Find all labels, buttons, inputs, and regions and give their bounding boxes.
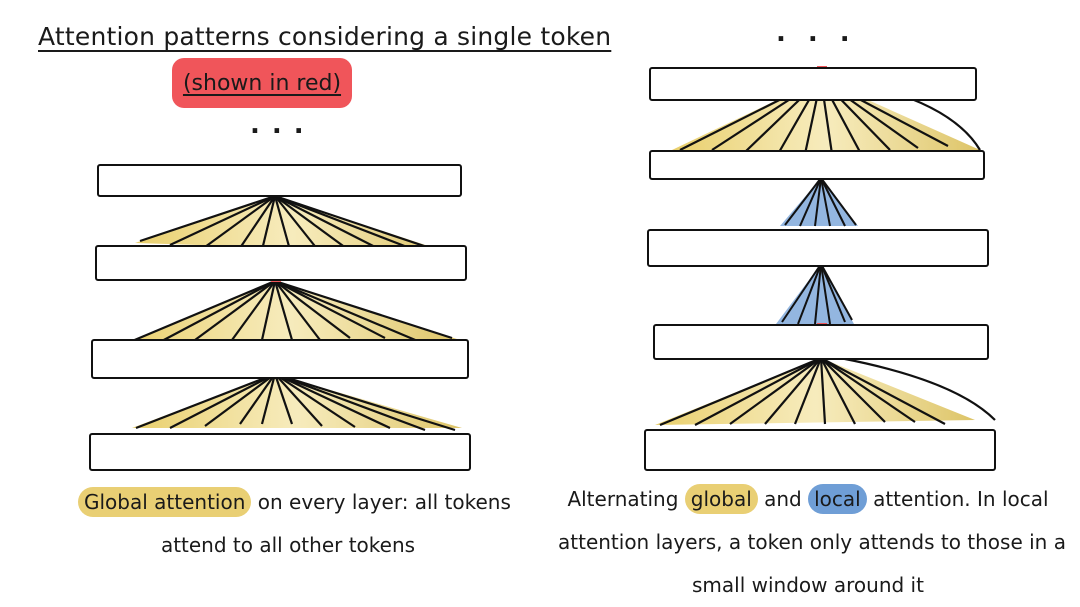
left-column	[89, 164, 471, 471]
left-caption: Global attention on every layer: all tok…	[78, 481, 511, 567]
right-caption-prefix: Alternating	[567, 487, 685, 511]
left-fan-1	[135, 196, 450, 253]
right-caption-line1-rest: attention. In local	[866, 487, 1049, 511]
left-fan-lines-1	[139, 194, 446, 255]
left-fan-lines-2	[124, 279, 453, 346]
ellipsis-left: ...	[250, 110, 316, 140]
right-local-fan-2	[776, 264, 854, 324]
right-global-fan-lines-2	[659, 356, 996, 427]
left-fan-3	[132, 374, 462, 428]
subtitle-red-pill: (shown in red)	[172, 58, 352, 108]
global-attention-highlight: Global attention	[78, 487, 252, 517]
right-caption: Alternating global and local attention. …	[558, 478, 1066, 607]
left-caption-line1-rest: on every layer: all tokens	[251, 490, 511, 514]
right-column	[644, 66, 996, 471]
left-layer-bars	[89, 164, 471, 471]
left-fan-2	[120, 281, 460, 345]
right-local-fan-lines-2	[781, 263, 853, 325]
right-local-fan-lines-1	[784, 177, 857, 227]
page-title: Attention patterns considering a single …	[38, 22, 612, 51]
left-caption-line2: attend to all other tokens	[160, 533, 416, 557]
right-caption-line1: Alternating global and local attention. …	[558, 478, 1058, 521]
right-caption-line2: attention layers, a token only attends t…	[558, 530, 1066, 554]
left-fan-lines-3	[135, 372, 456, 432]
right-caption-middle: and	[757, 487, 809, 511]
right-caption-line3: small window around it	[692, 573, 924, 597]
global-highlight: global	[684, 484, 758, 514]
right-layer-bars	[644, 67, 996, 471]
ellipsis-right: ...	[776, 18, 872, 48]
left-caption-line1: Global attention on every layer: all tok…	[78, 481, 511, 524]
subtitle-text: (shown in red)	[182, 70, 342, 96]
local-highlight: local	[808, 484, 867, 514]
